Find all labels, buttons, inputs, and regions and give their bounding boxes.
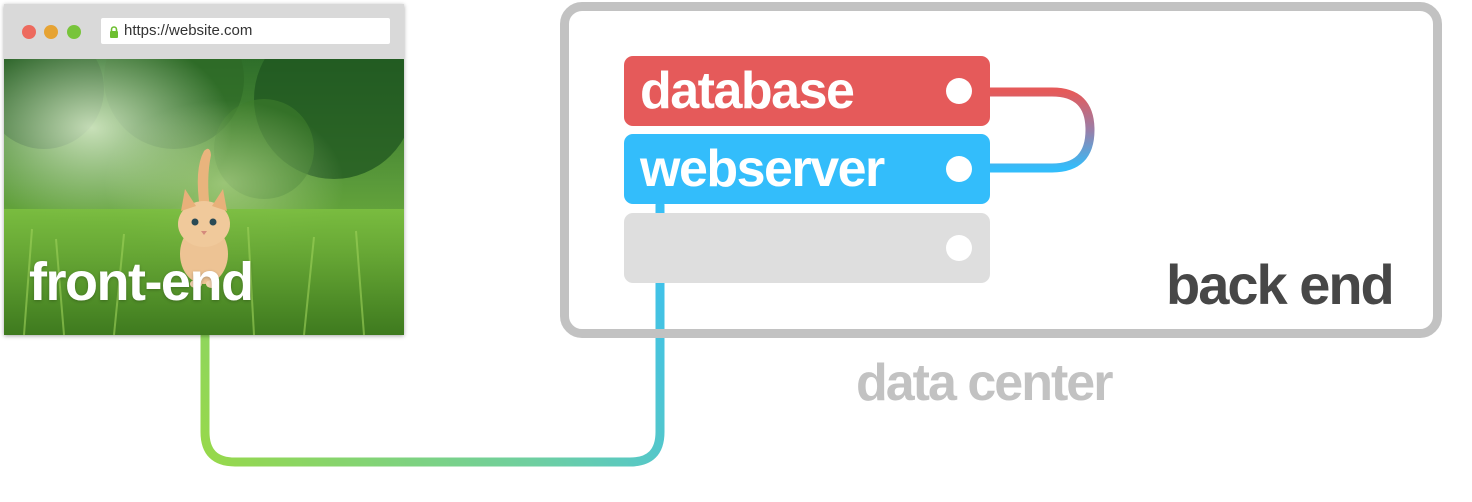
kitten-figure — [178, 148, 230, 288]
webserver-server: webserver — [624, 134, 990, 204]
minimize-window-button[interactable] — [44, 25, 58, 39]
url-text: https://website.com — [124, 22, 253, 39]
backend-label: back end — [1166, 253, 1395, 316]
frontend-to-webserver-link — [200, 200, 665, 467]
database-label: database — [640, 62, 855, 120]
webserver-to-database-link — [983, 87, 1095, 173]
database-server: database — [624, 56, 990, 126]
empty-server-slot — [624, 213, 990, 283]
data-center-label: data center — [856, 354, 1113, 412]
maximize-window-button[interactable] — [67, 25, 81, 39]
webserver-label: webserver — [640, 140, 885, 198]
database-status-dot — [946, 78, 972, 104]
frontend-label: front-end — [29, 252, 254, 312]
close-window-button[interactable] — [22, 25, 36, 39]
webserver-status-dot — [946, 156, 972, 182]
page-viewport: front-end — [4, 59, 404, 335]
kitten-photo — [4, 59, 404, 335]
browser-window: https://website.com — [4, 4, 404, 335]
address-bar[interactable]: https://website.com — [101, 18, 390, 44]
empty-server-status-dot — [946, 235, 972, 261]
data-center-frame — [560, 2, 1442, 338]
lock-icon — [110, 26, 118, 38]
